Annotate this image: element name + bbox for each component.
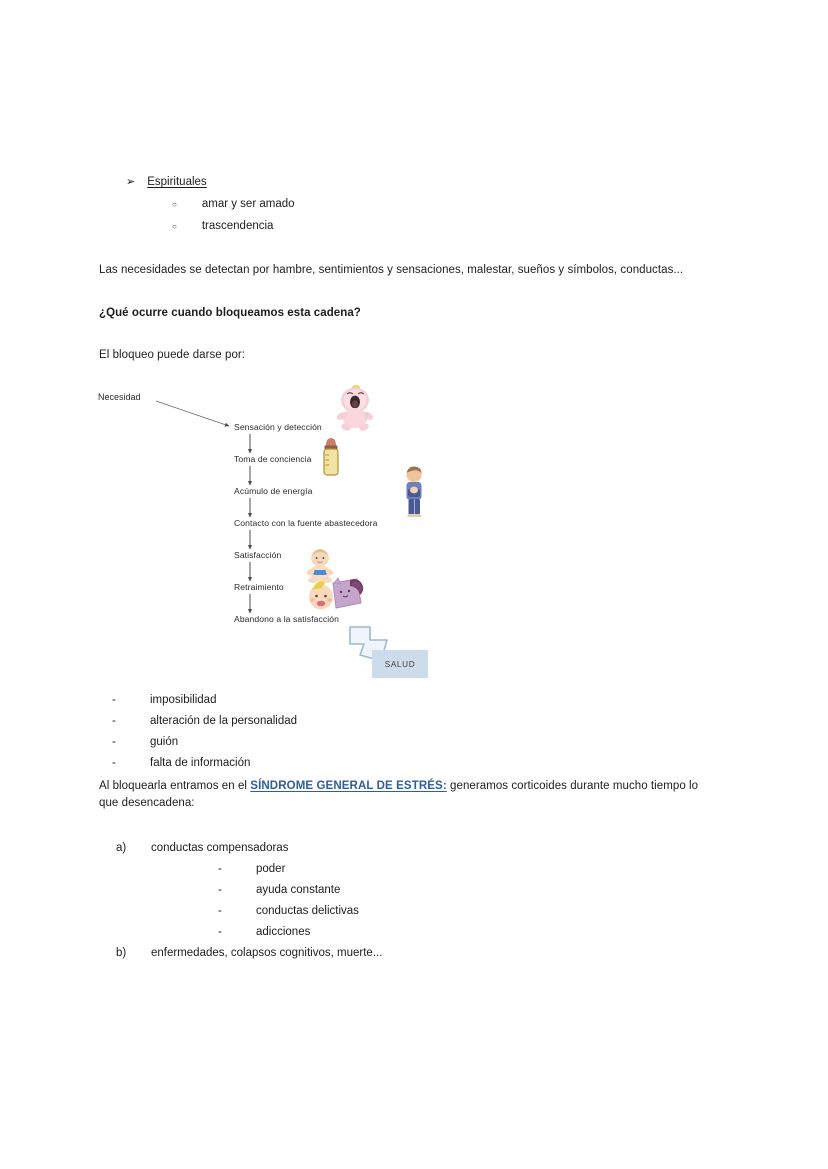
paragraph-sindrome-before: Al bloquearla entramos en el — [99, 780, 248, 792]
diagram-step-sensacion-y-deteccion: Sensación y detección — [234, 422, 322, 432]
list-item-label: guión — [150, 736, 179, 748]
list-item-espirituales: ➢ Espirituales — [126, 176, 207, 188]
list-item-falta-de-informacion: - falta de información — [112, 757, 250, 769]
paragraph-sindrome: Al bloquearla entramos en el SÍNDROME GE… — [99, 778, 711, 811]
alpha-marker-a: a) — [116, 842, 127, 854]
sindrome-general-de-estres-highlight[interactable]: SÍNDROME GENERAL DE ESTRÉS: — [250, 780, 447, 792]
necesidad-flow-diagram: Necesidad Sensación y detección Toma de … — [98, 378, 458, 686]
sitting-baby-icon — [306, 549, 334, 583]
list-item-imposibilidad: - imposibilidad — [112, 694, 216, 706]
list-item-ayuda-constante: - ayuda constante — [218, 884, 340, 896]
diagram-step-acumulo-de-energia: Acúmulo de energía — [234, 486, 313, 496]
page-heading-question: ¿Qué ocurre cuando bloqueamos esta caden… — [99, 307, 361, 319]
list-item-label: enfermedades, colapsos cognitivos, muert… — [151, 947, 383, 959]
list-item-guion: - guión — [112, 736, 178, 748]
circle-bullet-icon: ○ — [172, 222, 177, 231]
dash-bullet-icon: - — [218, 926, 222, 938]
diagram-step-toma-de-conciencia: Toma de conciencia — [234, 454, 312, 464]
dash-bullet-icon: - — [218, 905, 222, 917]
dash-bullet-icon: - — [112, 715, 116, 727]
list-item-label: trascendencia — [201, 220, 274, 232]
list-item-label: amar y ser amado — [201, 198, 295, 210]
list-item-label: poder — [256, 863, 286, 875]
list-item-alteracion-personalidad: - alteración de la personalidad — [112, 715, 297, 727]
dash-bullet-icon: - — [218, 884, 222, 896]
list-item-label: conductas compensadoras — [151, 842, 289, 854]
list-item-label: falta de información — [150, 757, 251, 769]
list-item-conductas-delictivas: - conductas delictivas — [218, 905, 359, 917]
dash-bullet-icon: - — [112, 694, 116, 706]
list-item-adicciones: - adicciones — [218, 926, 310, 938]
list-item-label: Espirituales — [147, 176, 207, 188]
mother-holding-baby-icon — [406, 466, 422, 517]
list-item-enfermedades: b) enfermedades, colapsos cognitivos, mu… — [116, 947, 382, 959]
list-item-label: alteración de la personalidad — [150, 715, 298, 727]
paragraph-sindrome-after: generamos corticoides durante mucho tiem… — [99, 780, 699, 809]
baby-bottle-icon — [323, 438, 339, 476]
arrow-bullet-icon: ➢ — [126, 176, 136, 188]
list-item-label: conductas delictivas — [256, 905, 359, 917]
dash-bullet-icon: - — [112, 736, 116, 748]
diagram-step-contacto-con-la-fuente: Contacto con la fuente abastecedora — [234, 518, 378, 528]
list-item-amar-y-ser-amado: ○ amar y ser amado — [172, 198, 295, 210]
list-item-conductas-compensadoras: a) conductas compensadoras — [116, 842, 288, 854]
diagram-step-satisfaccion: Satisfacción — [234, 550, 282, 560]
dash-bullet-icon: - — [218, 863, 222, 875]
circle-bullet-icon: ○ — [172, 200, 177, 209]
paragraph-deteccion: Las necesidades se detectan por hambre, … — [99, 264, 684, 276]
alpha-marker-b: b) — [116, 947, 127, 959]
paragraph-bloqueo: El bloqueo puede darse por: — [99, 349, 246, 361]
diagram-step-retraimiento: Retraimiento — [234, 582, 284, 592]
crying-baby-icon — [336, 384, 374, 431]
diagram-step-abandono-a-la-satisfaccion: Abandono a la satisfacción — [234, 614, 339, 624]
dash-bullet-icon: - — [112, 757, 116, 769]
diagram-outcome-salud: SALUD — [372, 650, 428, 678]
baby-face-icon — [309, 581, 333, 610]
diagram-label-necesidad: Necesidad — [98, 392, 141, 402]
list-item-label: adicciones — [256, 926, 311, 938]
purple-blanket-icon — [332, 577, 364, 609]
list-item-poder: - poder — [218, 863, 285, 875]
list-item-label: ayuda constante — [256, 884, 341, 896]
diagram-connectors — [155, 384, 422, 662]
list-item-trascendencia: ○ trascendencia — [172, 220, 273, 232]
list-item-label: imposibilidad — [150, 694, 217, 706]
